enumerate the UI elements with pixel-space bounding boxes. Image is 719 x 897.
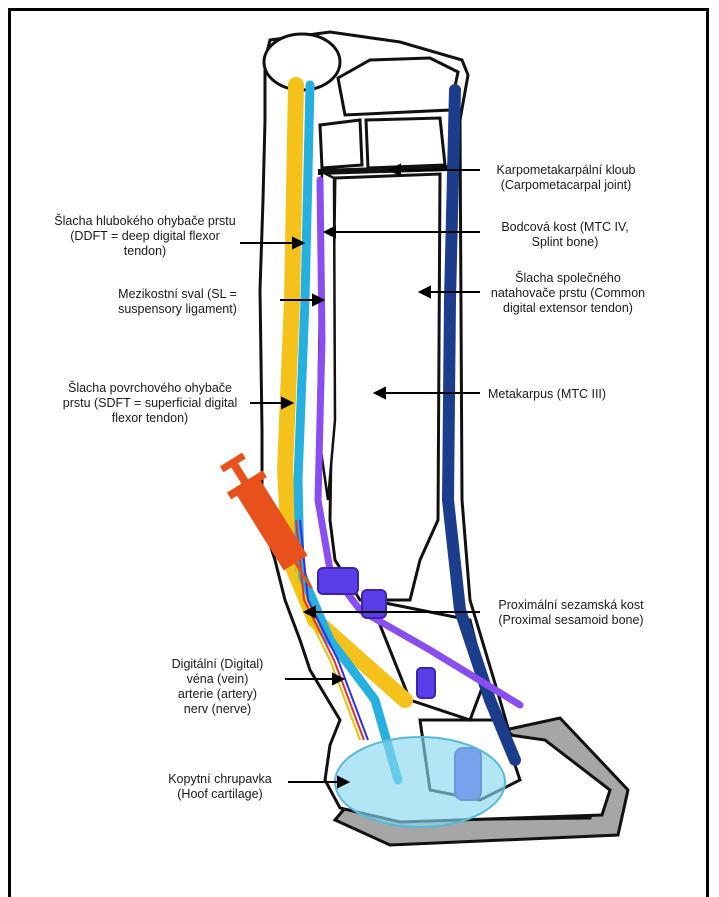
label-sesamoid: Proximální sezamská kost (Proximal sesam… (486, 598, 656, 628)
label-hoof-cartilage: Kopytní chrupavka (Hoof cartilage) (160, 772, 280, 802)
label-sdft: Šlacha povrchového ohybače prstu (SDFT =… (55, 381, 245, 426)
label-splint-bone: Bodcová kost (MTC IV, Splint bone) (490, 220, 640, 250)
label-suspensory: Mezikostní sval (SL = suspensory ligamen… (90, 287, 265, 317)
hoof-cartilage (335, 737, 505, 827)
label-digital-vessels: Digitální (Digital) véna (vein) arterie … (155, 657, 280, 717)
label-metacarpus: Metakarpus (MTC III) (488, 387, 638, 402)
label-extensor-tendon: Šlacha společného natahovače prstu (Comm… (478, 271, 658, 316)
label-ddft: Šlacha hlubokého ohybače prstu (DDFT = d… (40, 214, 250, 259)
label-carpometacarpal: Karpometakarpální kloub (Carpometacarpal… (486, 163, 646, 193)
